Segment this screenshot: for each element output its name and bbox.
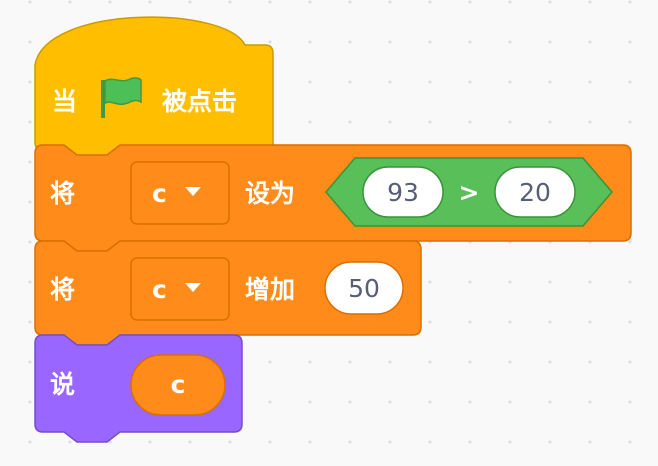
variable-dropdown[interactable]: c — [130, 161, 230, 225]
say-block-label: 说 — [50, 370, 75, 399]
left-operand-value: 93 — [387, 178, 419, 207]
dropdown-arrow-icon — [185, 283, 201, 292]
change-block-verb: 增加 — [245, 275, 295, 304]
say-block[interactable]: 说 c — [34, 334, 243, 443]
dropdown-arrow-icon — [185, 187, 201, 196]
variable-dropdown[interactable]: c — [130, 257, 230, 321]
change-amount-value: 50 — [348, 274, 380, 303]
right-operand-input[interactable] — [494, 166, 576, 218]
green-flag-icon — [101, 77, 142, 118]
set-block-verb: 设为 — [245, 179, 295, 208]
hat-suffix-label: 被点击 — [162, 87, 237, 116]
change-amount-input[interactable] — [324, 261, 404, 315]
variable-reporter-name: c — [171, 370, 186, 399]
variable-dropdown-value: c — [152, 179, 167, 208]
variable-dropdown-value: c — [152, 275, 167, 304]
set-variable-block[interactable]: 将 c 设为 93 > 20 — [34, 144, 632, 252]
hat-prefix-label: 当 — [52, 87, 77, 116]
operator-symbol: > — [459, 178, 480, 207]
left-operand-input[interactable] — [362, 166, 444, 218]
change-block-label: 将 — [50, 275, 75, 304]
when-flag-clicked-block[interactable]: 当 被点击 — [34, 16, 274, 161]
right-operand-value: 20 — [519, 178, 551, 207]
change-variable-block[interactable]: 将 c 增加 50 — [34, 240, 422, 346]
variable-reporter[interactable]: c — [130, 354, 226, 416]
set-block-label: 将 — [50, 179, 75, 208]
greater-than-operator-block[interactable]: 93 > 20 — [325, 157, 613, 227]
